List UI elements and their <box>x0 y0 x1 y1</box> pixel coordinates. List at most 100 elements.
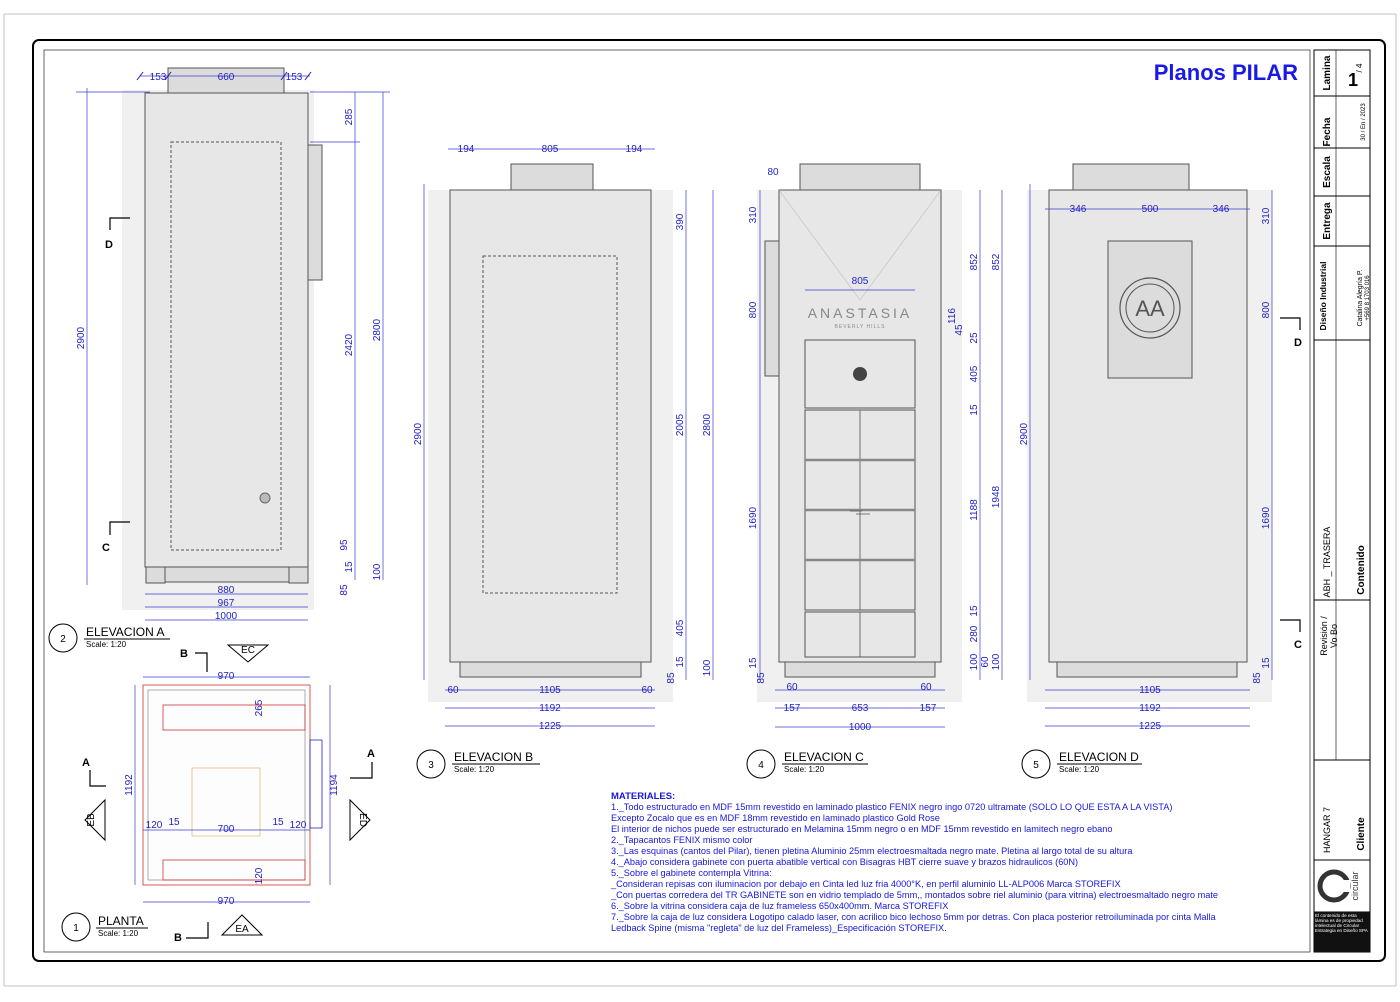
dim-label: 500 <box>1142 204 1159 215</box>
fecha-value: 30 / En / 2023 <box>1361 103 1367 141</box>
materials-line: 6._Sobre la vitrina considera caja de lu… <box>611 901 948 911</box>
view-scale: Scale: 1:20 <box>454 765 495 774</box>
view-title: ELEVACION A <box>86 625 164 639</box>
view-scale: Scale: 1:20 <box>784 765 825 774</box>
dim-label: 310 <box>1261 207 1272 224</box>
view-scale: Scale: 1:20 <box>98 929 139 938</box>
dim-label: 1192 <box>1139 703 1161 714</box>
frame-border <box>32 39 1386 962</box>
section-mark-ea: EA <box>235 924 249 935</box>
dim-label: 1948 <box>991 485 1002 508</box>
view-label-b: 3 ELEVACION B Scale: 1:20 <box>416 749 540 779</box>
dim-label: 1225 <box>1139 721 1162 732</box>
dim-label: 970 <box>218 671 235 682</box>
diseno-name: Catalina Alegría P. <box>1357 269 1364 326</box>
section-mark-eb: EB <box>86 813 97 827</box>
dim-label: 153 <box>150 72 167 83</box>
materials-line: El interior de nichos puede ser estructu… <box>611 824 1113 834</box>
dim-label: 194 <box>626 144 643 155</box>
dim-label: 967 <box>218 598 235 609</box>
dim-label: 800 <box>748 301 759 318</box>
escala-label: Escala <box>1322 156 1333 188</box>
view-label-c: 4 ELEVACION C Scale: 1:20 <box>746 749 868 779</box>
logo-text: circular <box>1350 871 1360 900</box>
dim-label: 660 <box>218 72 235 83</box>
dim-label: 60 <box>980 656 991 668</box>
materials-line: _Consideran repisas con iluminacion por … <box>610 879 1121 889</box>
dim-label: 1105 <box>1139 685 1161 696</box>
dim-label: 25 <box>969 332 980 344</box>
dim-label: 346 <box>1213 204 1230 215</box>
dim-label: 1188 <box>969 499 980 521</box>
materials-heading: MATERIALES: <box>611 791 675 802</box>
materials-line: _Con puertas corredera del TR GABINETE s… <box>610 890 1218 900</box>
materials-notes: MATERIALES: 1._Todo estructurado en MDF … <box>610 791 1218 933</box>
dim-label: 100 <box>702 659 713 676</box>
brand-logo-text: ANASTASIA <box>808 305 913 321</box>
dim-label: 1192 <box>539 703 561 714</box>
section-mark-c: C <box>102 542 110 554</box>
dim-label: 15 <box>969 605 980 617</box>
dim-label: 2900 <box>1019 422 1030 445</box>
section-mark-d: D <box>1294 337 1302 349</box>
dim-label: 653 <box>852 703 869 714</box>
view-title: ELEVACION C <box>784 750 864 764</box>
dim-label: 852 <box>969 253 980 270</box>
materials-line: 5._Sobre el gabinete contempla Vitrina: <box>611 868 772 878</box>
view-number: 1 <box>73 923 79 934</box>
view-title: PLANTA <box>98 914 144 928</box>
dim-label: 265 <box>254 699 265 716</box>
view-title: ELEVACION B <box>454 750 533 764</box>
contenido-value: ABH _ TRASERA <box>1322 527 1332 598</box>
dim-label: 100 <box>372 563 383 580</box>
outer-border <box>3 13 1397 987</box>
dim-label: 100 <box>991 653 1002 670</box>
materials-line: 3._Las esquinas (cantos del Pilar), tien… <box>611 846 1133 856</box>
view-number: 2 <box>60 634 66 645</box>
section-mark-ec: EC <box>241 645 255 656</box>
dim-label: 60 <box>920 682 932 693</box>
fecha-label: Fecha <box>1322 117 1333 146</box>
section-mark-b: B <box>174 932 182 944</box>
dim-label: 2900 <box>76 326 87 349</box>
section-mark-d: D <box>105 239 113 251</box>
dim-label: 120 <box>254 867 265 884</box>
svg-text:AA: AA <box>1135 296 1165 321</box>
lamina-total: / 4 <box>1355 63 1364 72</box>
cliente-value: HANGAR 7 <box>1322 807 1332 853</box>
dim-label: 153 <box>286 72 303 83</box>
dim-label: 2005 <box>675 413 686 436</box>
dim-label: 1105 <box>539 685 561 696</box>
dim-label: 85 <box>666 672 677 684</box>
dim-label: 15 <box>748 657 759 669</box>
inner-frame <box>43 49 1311 953</box>
elevation-a: D C 153 660 153 2900 285 2420 2800 95 15… <box>76 67 390 622</box>
dim-label: 1194 <box>329 774 340 796</box>
dim-label: 2420 <box>344 333 355 356</box>
view-title: ELEVACION D <box>1059 750 1139 764</box>
materials-line: 2._Tapacantos FENIX mismo color <box>611 835 752 845</box>
dim-label: 880 <box>218 585 235 596</box>
view-number: 3 <box>428 760 434 771</box>
entrega-label: Entrega <box>1322 202 1333 240</box>
dim-label: 405 <box>969 365 980 382</box>
dim-label: 346 <box>1070 204 1087 215</box>
dim-label: 85 <box>1252 672 1263 684</box>
dim-label: 85 <box>756 672 767 684</box>
dim-label: 100 <box>969 653 980 670</box>
plan-view: B EC 970 265 1192 1194 120 15 700 15 120… <box>82 644 375 944</box>
dim-label: 60 <box>786 682 798 693</box>
dim-label: 1000 <box>215 611 238 622</box>
dim-label: 80 <box>767 167 779 178</box>
dim-label: 60 <box>641 685 653 696</box>
lamina-value: 1 <box>1348 70 1358 90</box>
dim-label: 800 <box>1261 301 1272 318</box>
section-mark-b: B <box>180 648 188 660</box>
brand-logo-subtext: BEVERLY HILLS <box>835 324 886 330</box>
view-label-d: 5 ELEVACION D Scale: 1:20 <box>1021 749 1142 779</box>
elevation-d: AA 346 500 346 2900 310 800 1690 15 85 D… <box>1019 163 1302 732</box>
view-scale: Scale: 1:20 <box>86 640 127 649</box>
dim-label: 2800 <box>372 318 383 341</box>
dim-label: 157 <box>784 703 801 714</box>
